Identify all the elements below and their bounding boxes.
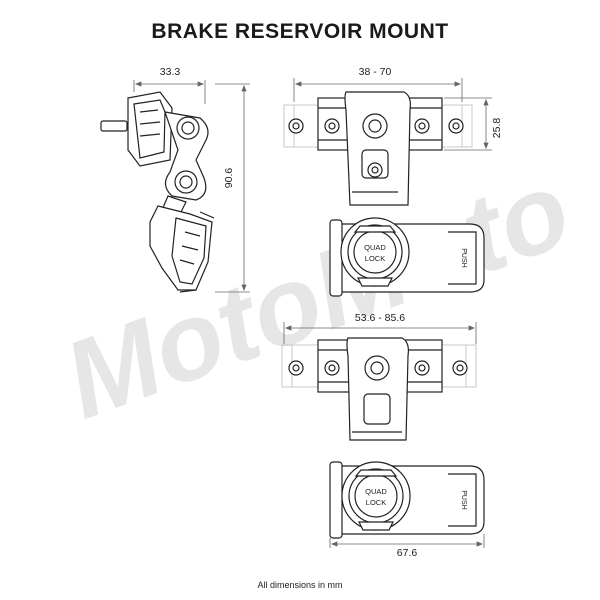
- quad-label-top: QUAD: [364, 243, 386, 252]
- units-footnote: All dimensions in mm: [257, 580, 343, 590]
- dim-top-height: 25.8: [491, 118, 503, 139]
- push-label-bottom: PUSH: [460, 490, 467, 509]
- dim-top-clamp-range: 38 - 70: [359, 66, 392, 78]
- quad-label-bottom: QUAD: [365, 487, 387, 496]
- front-view-top: QUAD LOCK PUSH: [283, 91, 485, 297]
- lock-label-bottom: LOCK: [366, 498, 386, 507]
- dim-bottom-width: 67.6: [397, 547, 418, 559]
- lock-label-top: LOCK: [365, 254, 385, 263]
- bottom-view-dimensions: [283, 322, 485, 548]
- side-view-dimensions: [133, 80, 250, 293]
- dim-side-height: 90.6: [223, 168, 235, 189]
- top-view-dimensions: [293, 78, 492, 151]
- dim-bottom-clamp-range: 53.6 - 85.6: [355, 312, 405, 324]
- push-label-top: PUSH: [460, 248, 467, 267]
- page-title: BRAKE RESERVOIR MOUNT: [151, 20, 449, 43]
- dim-side-width: 33.3: [160, 66, 181, 78]
- side-view: [100, 91, 215, 293]
- front-view-bottom: QUAD LOCK PUSH: [281, 337, 485, 539]
- watermark-text: MotoMoto: [49, 147, 585, 442]
